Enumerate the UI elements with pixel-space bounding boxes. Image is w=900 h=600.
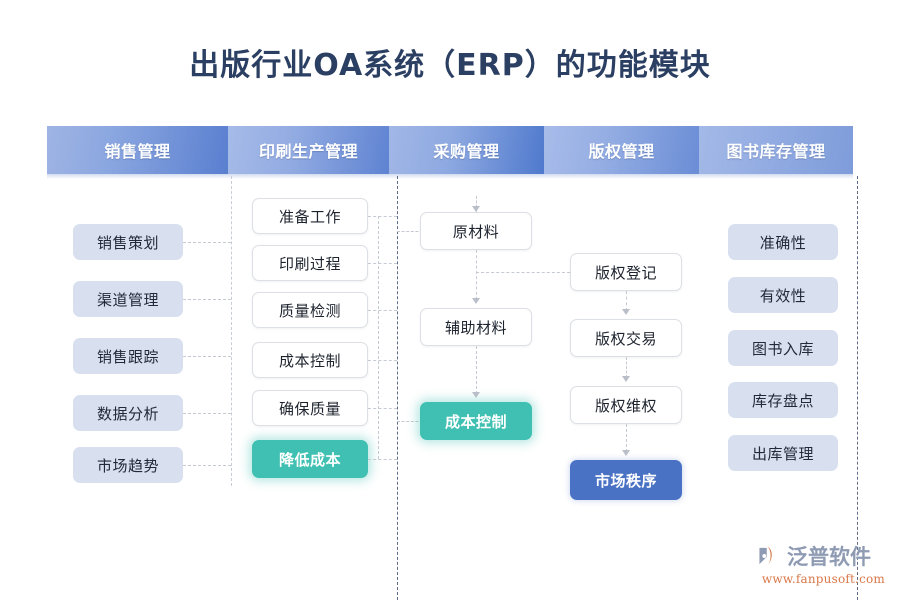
- brand-name: 泛普软件: [787, 545, 871, 569]
- node-auxiliary-material[interactable]: 辅助材料: [420, 308, 532, 346]
- column-header-copyright[interactable]: 版权管理: [544, 126, 699, 174]
- divider-col5-right: [857, 176, 858, 600]
- node-market-order[interactable]: 市场秩序: [570, 460, 682, 500]
- connector-preparation-out: [368, 216, 397, 217]
- node-raw-material[interactable]: 原材料: [420, 212, 532, 250]
- column-header-sales[interactable]: 销售管理: [47, 126, 228, 174]
- node-channel-mgmt[interactable]: 渠道管理: [73, 281, 183, 317]
- arrow-auxiliary-to-cost: [472, 392, 480, 398]
- node-accuracy[interactable]: 准确性: [728, 224, 838, 260]
- arrow-trading-to-protection: [622, 376, 630, 382]
- column-header-purchasing[interactable]: 采购管理: [389, 126, 544, 174]
- connector-auxiliary-to-cost: [476, 346, 477, 394]
- arrow-into-raw-material: [472, 206, 480, 212]
- connector-reduce-cost-out: [368, 459, 397, 460]
- connector-ensure-quality-out: [368, 408, 397, 409]
- brand-watermark: 泛普软件 www.fanpusoft.com: [757, 541, 887, 586]
- node-data-analysis[interactable]: 数据分析: [73, 395, 183, 431]
- connector-to-cost-control-purchase: [397, 421, 423, 422]
- node-market-trend[interactable]: 市场趋势: [73, 447, 183, 483]
- node-cost-control-purchase[interactable]: 成本控制: [420, 402, 532, 440]
- node-preparation[interactable]: 准备工作: [252, 198, 368, 234]
- node-ensure-quality[interactable]: 确保质量: [252, 390, 368, 426]
- connector-trading-to-protection: [626, 357, 627, 378]
- node-quality-check[interactable]: 质量检测: [252, 292, 368, 328]
- connector-quality-check-out: [368, 310, 397, 311]
- node-sales-planning[interactable]: 销售策划: [73, 224, 183, 260]
- node-copyright-registration[interactable]: 版权登记: [570, 253, 682, 291]
- column-header-printing[interactable]: 印刷生产管理: [228, 126, 389, 174]
- node-copyright-trading[interactable]: 版权交易: [570, 319, 682, 357]
- node-stock-count[interactable]: 库存盘点: [728, 382, 838, 418]
- node-outbound-mgmt[interactable]: 出库管理: [728, 435, 838, 471]
- node-reduce-cost[interactable]: 降低成本: [252, 440, 368, 478]
- node-copyright-protection[interactable]: 版权维权: [570, 386, 682, 424]
- connector-sales-planning: [183, 242, 231, 243]
- connector-col2-rail: [378, 216, 379, 459]
- connector-channel-mgmt: [183, 299, 231, 300]
- node-sales-tracking[interactable]: 销售跟踪: [73, 338, 183, 374]
- arrow-protection-to-order: [622, 450, 630, 456]
- module-header-band: 销售管理 印刷生产管理 采购管理 版权管理 图书库存管理: [47, 126, 853, 174]
- connector-raw-to-auxiliary: [476, 250, 477, 300]
- page-title: 出版行业OA系统（ERP）的功能模块: [189, 48, 711, 83]
- node-validity[interactable]: 有效性: [728, 277, 838, 313]
- arrow-registration-to-trading: [622, 309, 630, 315]
- header-band-shadow: [47, 174, 853, 179]
- fanpu-logo-icon: [759, 546, 772, 565]
- connector-sales-tracking: [183, 356, 231, 357]
- brand-url: www.fanpusoft.com: [761, 572, 885, 586]
- connector-to-raw-material: [397, 231, 423, 232]
- node-cost-control-print[interactable]: 成本控制: [252, 342, 368, 378]
- arrow-raw-to-auxiliary: [472, 298, 480, 304]
- connector-market-trend: [183, 465, 231, 466]
- connector-registration-to-trading: [626, 291, 627, 311]
- divider-col1-col2: [231, 176, 232, 486]
- divider-col2-col3: [397, 176, 398, 600]
- connector-purchase-to-copyright: [476, 272, 570, 273]
- connector-into-raw-material: [476, 196, 477, 212]
- node-print-process[interactable]: 印刷过程: [252, 245, 368, 281]
- connector-protection-to-order: [626, 424, 627, 452]
- connector-data-analysis: [183, 413, 231, 414]
- node-book-inbound[interactable]: 图书入库: [728, 330, 838, 366]
- column-header-inventory[interactable]: 图书库存管理: [699, 126, 853, 174]
- connector-print-process-out: [368, 263, 397, 264]
- connector-cost-control-out: [368, 360, 397, 361]
